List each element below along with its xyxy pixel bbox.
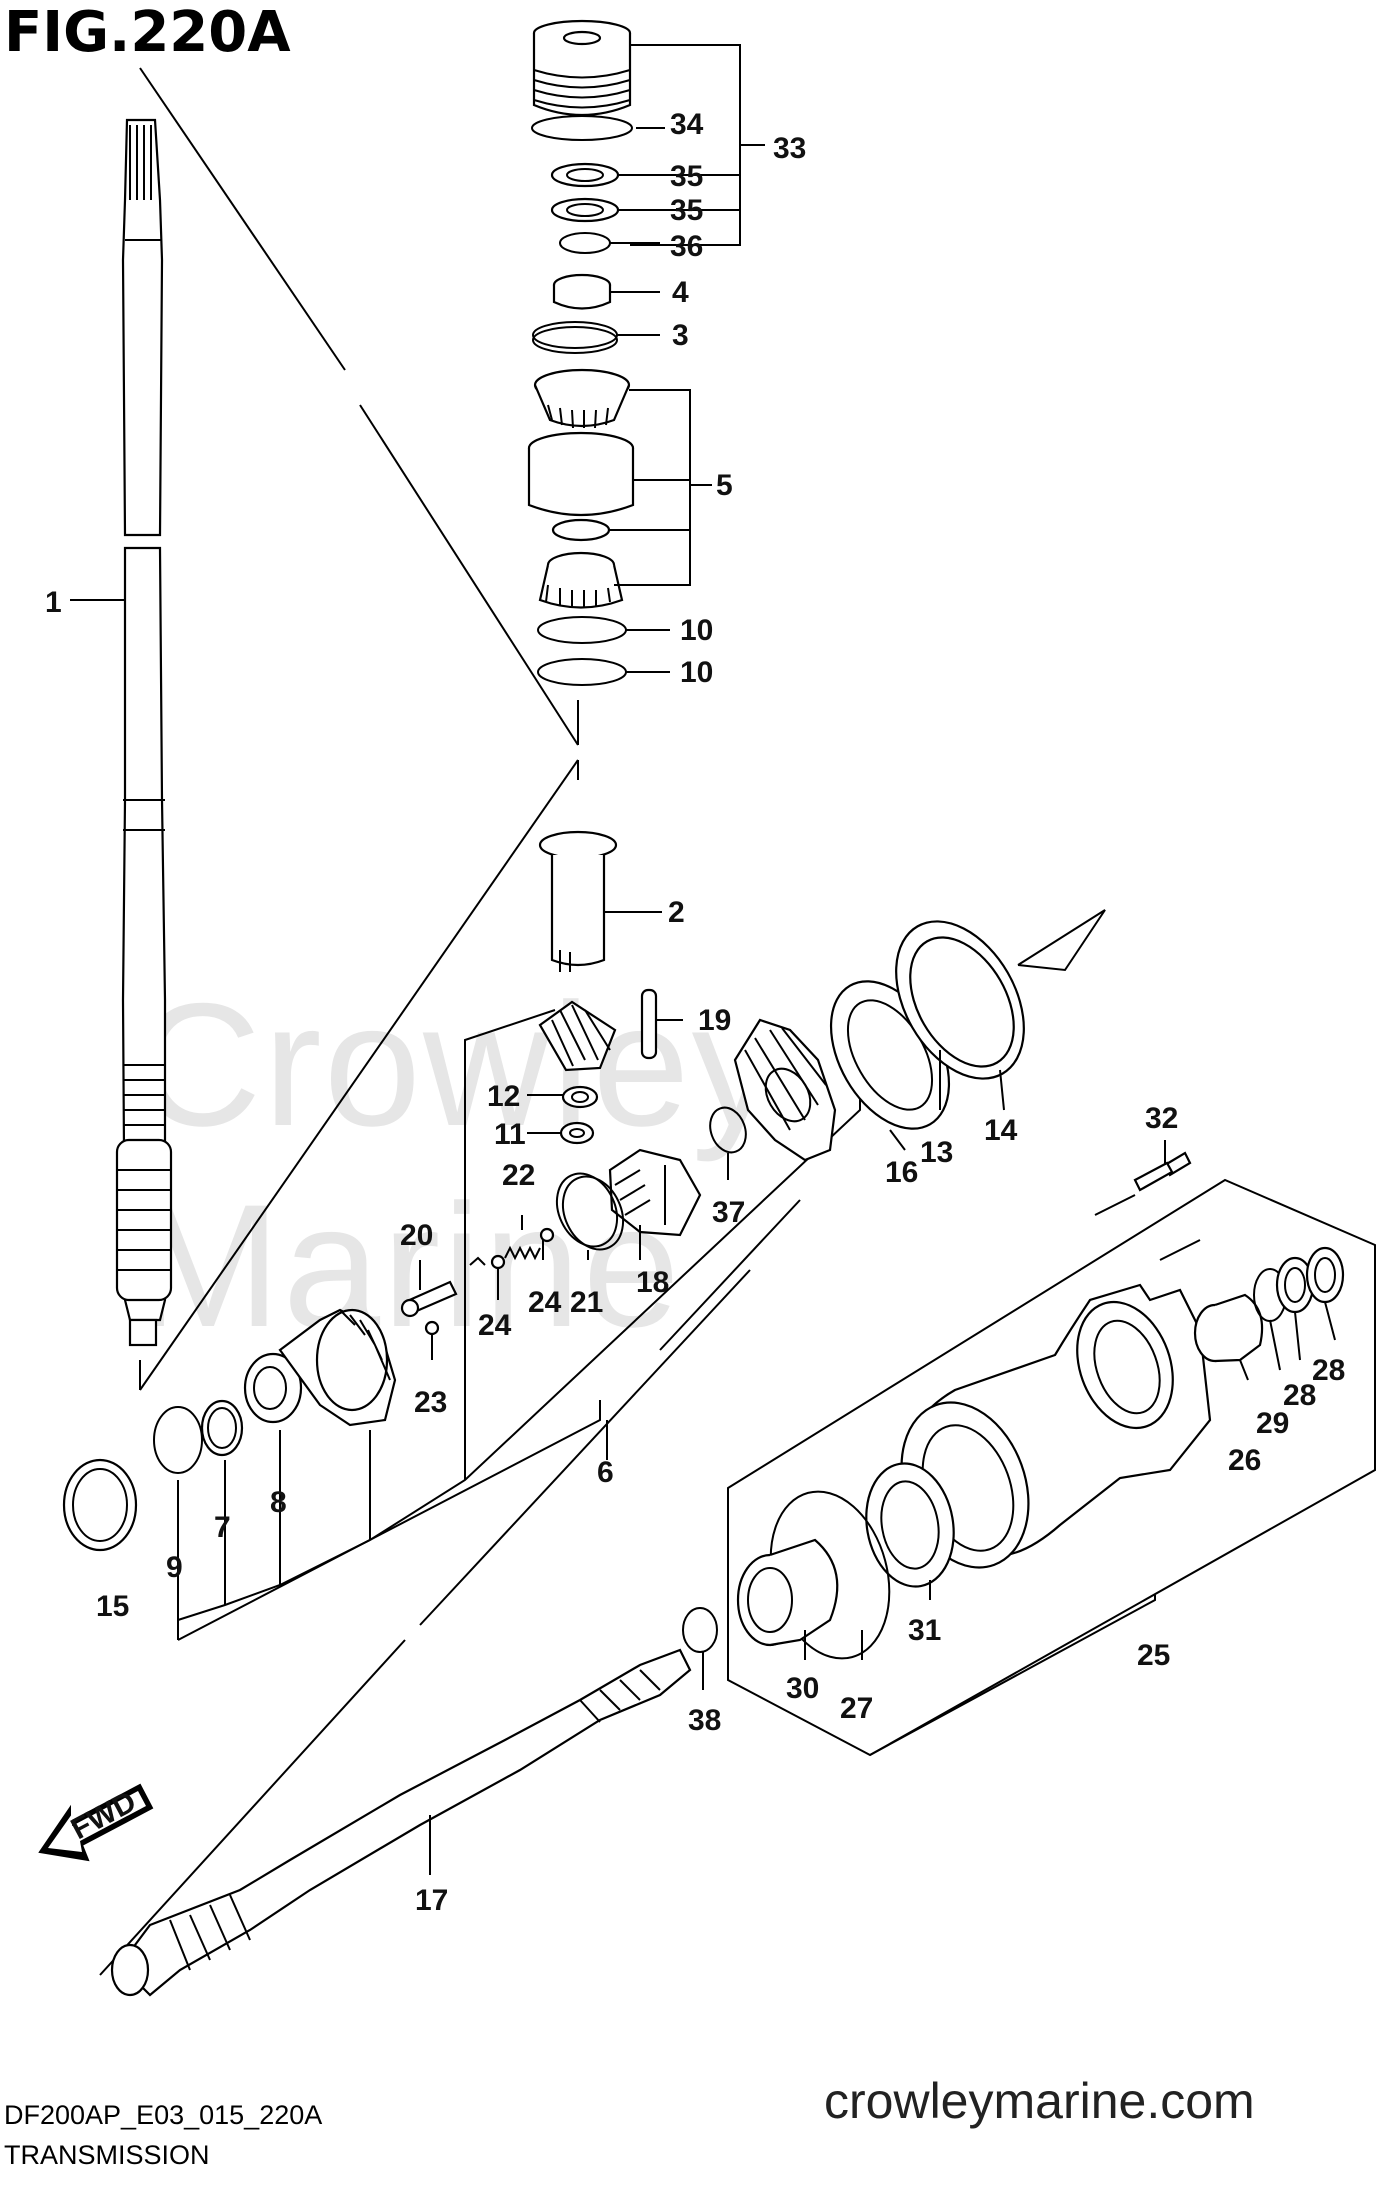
callout-5: 5 [716, 469, 733, 502]
callout-1: 1 [45, 586, 62, 619]
callout-26: 26 [1228, 1444, 1261, 1477]
callout-4: 4 [672, 276, 689, 309]
gear-assembly [62, 920, 1025, 1552]
callout-9: 9 [166, 1551, 183, 1584]
drawing-code: DF200AP_E03_015_220A [4, 2100, 323, 2130]
callout-14: 14 [984, 1114, 1018, 1147]
leader-lines [99, 67, 1376, 1976]
callout-6: 6 [597, 1456, 614, 1489]
callout-35b: 35 [670, 194, 703, 227]
drive-shaft [115, 118, 173, 1347]
callout-22: 22 [502, 1159, 535, 1192]
callout-28b: 28 [1312, 1354, 1345, 1387]
callout-13: 13 [920, 1136, 953, 1169]
callout-34: 34 [670, 108, 704, 141]
callout-31: 31 [908, 1614, 941, 1647]
callout-20: 20 [400, 1219, 433, 1252]
callout-numbers: 1 2 3 4 5 6 7 8 9 10 10 11 12 13 14 15 1… [45, 108, 1345, 1917]
callout-18: 18 [636, 1266, 669, 1299]
propeller-shaft [110, 1648, 692, 1997]
callout-16: 16 [885, 1156, 918, 1189]
callout-leaders [70, 599, 1336, 1875]
callout-37: 37 [712, 1196, 745, 1229]
callout-24b: 24 [528, 1286, 562, 1319]
callout-8: 8 [270, 1486, 287, 1519]
figure-title: FIG.220A [4, 0, 291, 65]
callout-32: 32 [1145, 1102, 1178, 1135]
callout-3: 3 [672, 319, 689, 352]
watermark: Crowley Marine [135, 968, 782, 1364]
callout-10b: 10 [680, 656, 713, 689]
callout-27: 27 [840, 1692, 873, 1725]
fwd-arrow: FWD [38, 1783, 154, 1862]
callout-23: 23 [414, 1386, 447, 1419]
callout-24a: 24 [478, 1309, 512, 1342]
callout-30: 30 [786, 1672, 819, 1705]
callout-28a: 28 [1283, 1379, 1316, 1412]
callout-12: 12 [487, 1080, 520, 1113]
top-bearing-stack [527, 19, 635, 972]
callout-29: 29 [1256, 1407, 1289, 1440]
callout-35a: 35 [670, 160, 703, 193]
callout-21: 21 [570, 1286, 603, 1319]
figure-caption: TRANSMISSION [4, 2140, 210, 2170]
website-link[interactable]: crowleymarine.com [824, 2073, 1255, 2129]
callout-2: 2 [668, 896, 685, 929]
fwd-label: FWD [66, 1785, 142, 1846]
bearing-housing [682, 1151, 1345, 1660]
callout-38: 38 [688, 1704, 721, 1737]
callout-15: 15 [96, 1590, 129, 1623]
callout-33: 33 [773, 132, 806, 165]
callout-36: 36 [670, 230, 703, 263]
callout-11: 11 [494, 1118, 526, 1151]
callout-17: 17 [415, 1884, 448, 1917]
callout-25: 25 [1137, 1639, 1170, 1672]
callout-19: 19 [698, 1004, 731, 1037]
callout-7: 7 [214, 1511, 231, 1544]
stack-brackets [604, 44, 765, 913]
callout-10a: 10 [680, 614, 713, 647]
